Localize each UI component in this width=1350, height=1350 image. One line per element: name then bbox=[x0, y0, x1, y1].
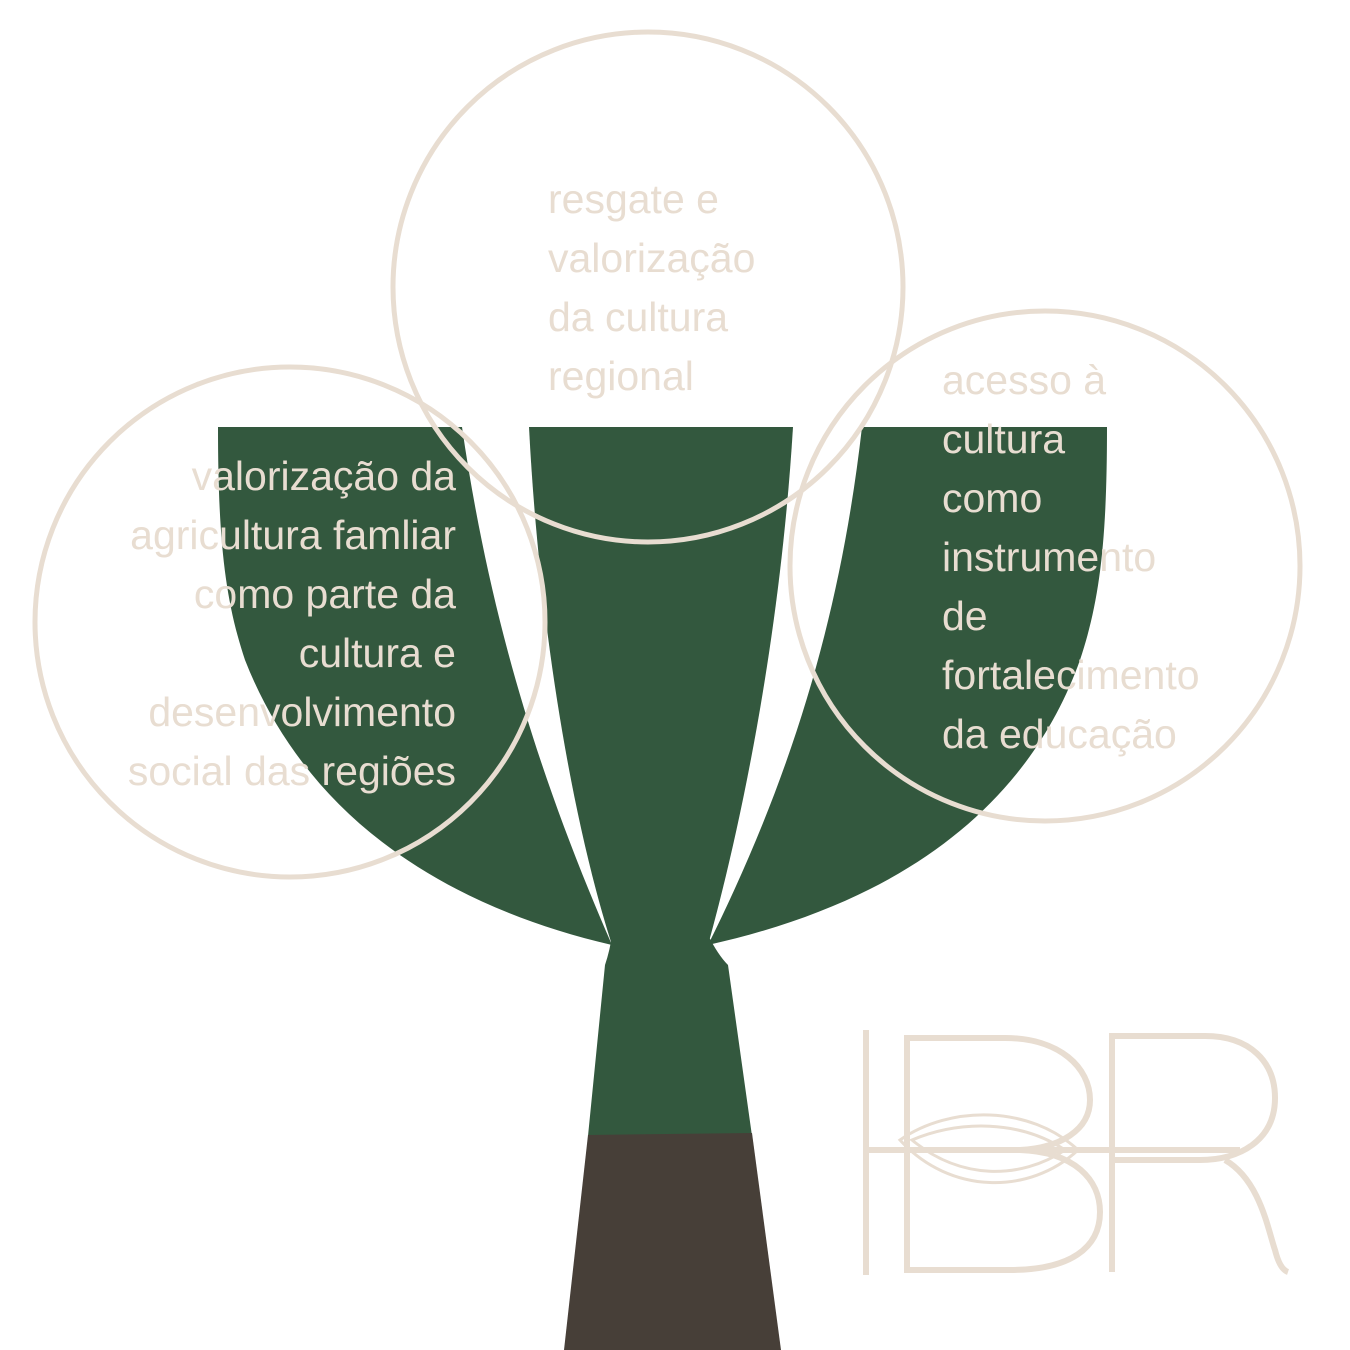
circle-left-line: cultura e bbox=[128, 624, 456, 683]
circle-right-text: acesso à cultura como instrumento de for… bbox=[942, 351, 1200, 764]
circle-right-line: da educação bbox=[942, 705, 1200, 764]
circle-left-line: valorização da bbox=[128, 447, 456, 506]
circle-top-line: regional bbox=[548, 347, 755, 406]
tree-trunk-base bbox=[564, 1133, 781, 1350]
circle-top-line: valorização bbox=[548, 229, 755, 288]
circle-right-line: acesso à bbox=[942, 351, 1200, 410]
ibr-monogram-logo bbox=[866, 1030, 1288, 1275]
circle-right-line: cultura bbox=[942, 410, 1200, 469]
circle-right-line: de bbox=[942, 587, 1200, 646]
circle-left-line: social das regiões bbox=[128, 742, 456, 801]
circle-top-text: resgate e valorização da cultura regiona… bbox=[548, 170, 755, 406]
circle-left-line: desenvolvimento bbox=[128, 683, 456, 742]
circle-left-line: agricultura famliar bbox=[128, 506, 456, 565]
circle-top-line: da cultura bbox=[548, 288, 755, 347]
circle-right-line: instrumento bbox=[942, 528, 1200, 587]
circle-right-line: fortalecimento bbox=[942, 646, 1200, 705]
circle-top-line: resgate e bbox=[548, 170, 755, 229]
tree-trunk-upper bbox=[588, 935, 752, 1136]
circle-left-line: como parte da bbox=[128, 565, 456, 624]
logo-letter-b bbox=[907, 1038, 1100, 1270]
circle-right-line: como bbox=[942, 469, 1200, 528]
logo-letter-r bbox=[1112, 1036, 1288, 1272]
circle-left-text: valorização da agricultura famliar como … bbox=[128, 447, 456, 801]
